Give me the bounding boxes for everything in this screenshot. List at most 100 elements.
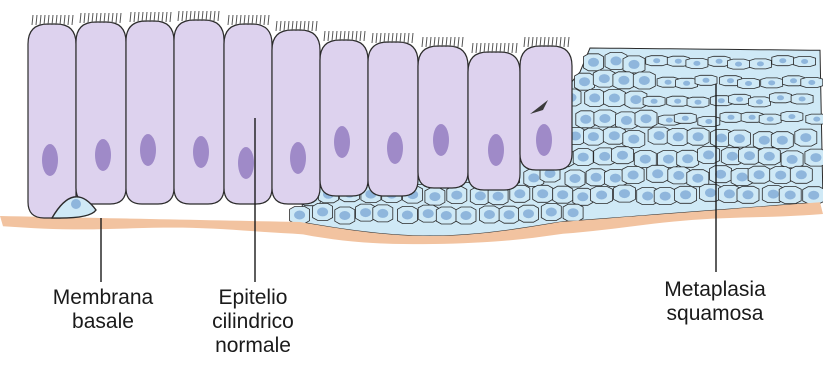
squamous-nucleus [639, 76, 650, 85]
cilium [236, 15, 237, 25]
cilium [68, 15, 69, 25]
cilium [64, 15, 65, 25]
squamous-nucleus [578, 153, 589, 162]
cilium [32, 15, 33, 25]
columnar-cell [76, 22, 126, 204]
cilium [134, 12, 135, 22]
cilium [372, 33, 373, 43]
squamous-nucleus [705, 188, 716, 197]
label-epitelio-line1: Epitelio [188, 286, 318, 310]
cilium [218, 11, 219, 21]
squamous-nucleus [294, 211, 305, 220]
cilium [364, 31, 365, 41]
cilium [304, 21, 305, 31]
squamous-nucleus [629, 60, 640, 69]
squamous-nucleus [799, 97, 806, 102]
squamous-nucleus [796, 170, 807, 179]
squamous-nucleus [716, 59, 723, 64]
cilium [536, 37, 537, 47]
cilium [426, 37, 427, 47]
cilium [328, 31, 329, 41]
cilium [108, 13, 109, 23]
squamous-nucleus [653, 58, 660, 63]
cilium [356, 31, 357, 41]
squamous-nucleus [682, 116, 689, 121]
squamous-nucleus [682, 154, 693, 163]
squamous-nucleus [800, 133, 811, 142]
squamous-nucleus [317, 207, 328, 216]
cilium [324, 31, 325, 41]
cilium [480, 43, 481, 53]
squamous-nucleus [703, 150, 714, 159]
squamous-nucleus [514, 189, 525, 198]
squamous-nucleus [785, 191, 796, 200]
columnar-cell [272, 30, 320, 204]
squamous-nucleus [651, 99, 658, 104]
cilium [504, 43, 505, 53]
cilium [162, 12, 163, 22]
cilium [404, 33, 405, 43]
squamous-nucleus [461, 211, 472, 220]
cilium [120, 13, 121, 23]
squamous-nucleus [577, 192, 588, 201]
squamous-nucleus [715, 170, 726, 179]
cilium [232, 15, 233, 25]
squamous-nucleus [599, 114, 610, 123]
cilium [256, 15, 257, 25]
squamous-nucleus [777, 95, 784, 100]
squamous-nucleus [504, 210, 515, 219]
cilium [454, 37, 455, 47]
squamous-nucleus [718, 98, 725, 103]
squamous-nucleus [663, 155, 674, 164]
squamous-nucleus [484, 210, 495, 219]
squamous-nucleus [736, 97, 743, 102]
label-epitelio-line3: normale [188, 334, 318, 358]
squamous-nucleus [640, 155, 651, 164]
label-epitelio-line2: cilindrico [188, 310, 318, 334]
squamous-nucleus [808, 191, 819, 200]
squamous-nucleus [801, 59, 808, 64]
squamous-nucleus [580, 115, 591, 124]
squamous-nucleus [423, 209, 434, 218]
squamous-nucleus [705, 119, 712, 124]
squamous-nucleus [674, 99, 681, 104]
squamous-nucleus [756, 99, 763, 104]
cilium [260, 15, 261, 25]
columnar-nucleus [488, 134, 504, 166]
cilium [450, 37, 451, 47]
cilium [430, 37, 431, 47]
cilium [516, 43, 517, 53]
squamous-nucleus [618, 76, 629, 85]
squamous-nucleus [451, 191, 462, 200]
cilium [512, 43, 513, 53]
squamous-nucleus [630, 95, 641, 104]
squamous-nucleus [754, 170, 765, 179]
columnar-cell [368, 42, 418, 196]
cilium [384, 33, 385, 43]
squamous-nucleus [537, 189, 548, 198]
squamous-nucleus [609, 94, 620, 103]
squamous-nucleus [621, 116, 632, 125]
cilium [484, 43, 485, 53]
squamous-nucleus [735, 62, 742, 67]
squamous-nucleus [788, 114, 795, 119]
squamous-nucleus [673, 171, 684, 180]
squamous-nucleus [402, 211, 413, 220]
cilium [280, 21, 281, 31]
squamous-nucleus [790, 78, 797, 83]
cilium [462, 37, 463, 47]
squamous-nucleus [557, 190, 568, 199]
squamous-nucleus [588, 132, 599, 141]
columnar-nucleus [140, 134, 156, 166]
squamous-nucleus [599, 74, 610, 83]
cilium [178, 11, 179, 21]
cilium [376, 33, 377, 43]
squamous-nucleus [777, 136, 788, 145]
squamous-nucleus [724, 189, 735, 198]
squamous-nucleus [628, 171, 639, 180]
squamous-nucleus [675, 59, 682, 64]
cilium [190, 11, 191, 21]
squamous-nucleus [360, 208, 371, 217]
columnar-cell [320, 40, 368, 196]
squamous-nucleus [768, 80, 775, 85]
